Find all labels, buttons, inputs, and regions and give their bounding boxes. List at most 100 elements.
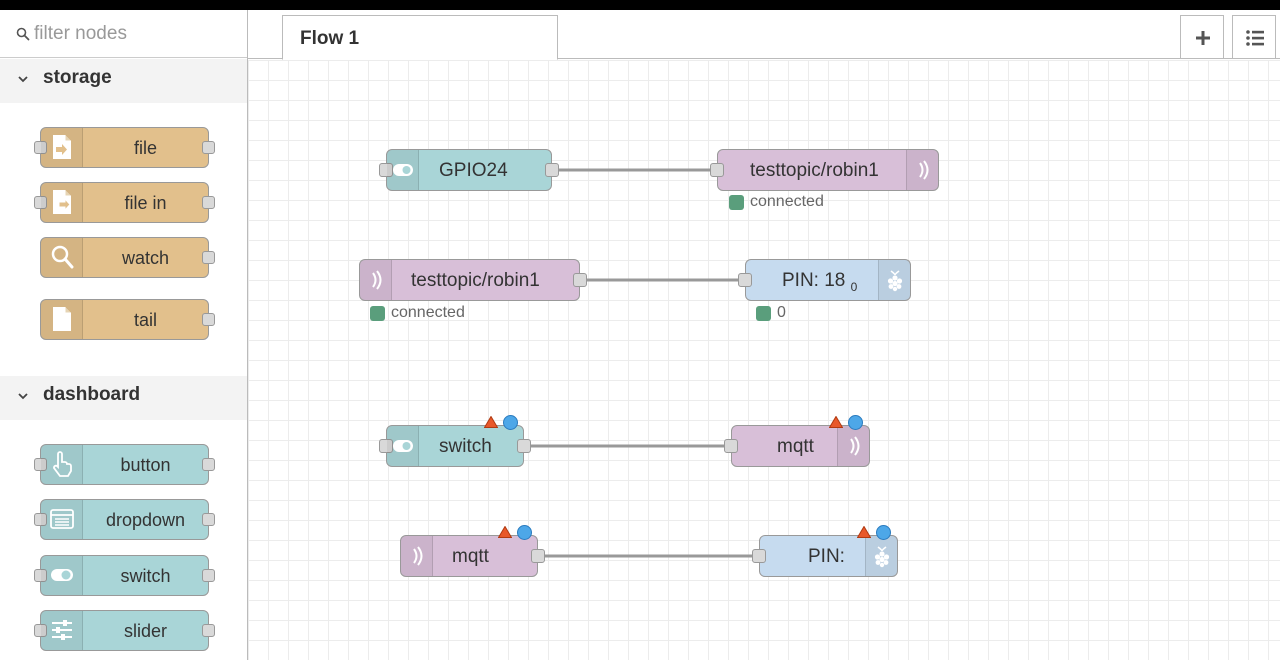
warning-triangle-icon xyxy=(829,416,843,428)
list-icon xyxy=(1246,30,1264,46)
status-text: 0 xyxy=(777,304,786,321)
changed-indicator xyxy=(517,525,532,540)
node-icon-box xyxy=(906,150,938,190)
changed-indicator xyxy=(848,415,863,430)
palette-node-watch[interactable]: watch xyxy=(40,237,215,278)
mqtt-signal-icon xyxy=(850,436,860,456)
category-label: dashboard xyxy=(43,384,141,405)
node-label: GPIO24 xyxy=(439,160,508,181)
workspace-tab-bar: Flow 1 xyxy=(248,10,1280,60)
flow-node-gpio24[interactable]: GPIO24 xyxy=(379,149,559,191)
node-icon-box xyxy=(41,611,83,650)
status-dot xyxy=(370,306,385,321)
flow-node-switch[interactable]: switch xyxy=(379,425,531,467)
node-label: file xyxy=(133,138,157,158)
chevron-down-icon xyxy=(18,76,28,83)
category-header-storage[interactable]: storage xyxy=(0,59,247,103)
category-header-dashboard[interactable]: dashboard xyxy=(0,376,247,420)
node-input-port[interactable] xyxy=(710,163,724,177)
node-output-port[interactable] xyxy=(531,549,545,563)
node-icon-box xyxy=(41,500,83,539)
node-label-sub: 0 xyxy=(850,280,858,294)
toggle-icon xyxy=(51,569,73,581)
node-input-port[interactable] xyxy=(724,439,738,453)
filter-nodes-input[interactable] xyxy=(34,21,234,47)
flow-node-mqtt-out-testtopic[interactable]: testtopic/robin1 xyxy=(710,149,939,191)
warning-triangle-icon xyxy=(484,416,498,428)
node-label: PIN: 18 0 xyxy=(782,270,858,294)
node-icon-box xyxy=(360,260,392,300)
node-label: watch xyxy=(121,248,170,268)
palette-node-dropdown[interactable]: dropdown xyxy=(34,499,215,540)
tab-label: Flow 1 xyxy=(300,28,360,49)
node-icon-box xyxy=(387,150,419,190)
status-text: connected xyxy=(391,304,465,321)
node-input-port xyxy=(34,569,47,582)
node-label: slider xyxy=(123,621,167,641)
search-icon xyxy=(16,27,30,41)
node-label: testtopic/robin1 xyxy=(750,160,879,181)
node-input-port[interactable] xyxy=(738,273,752,287)
mqtt-signal-icon xyxy=(413,546,423,566)
node-label: button xyxy=(120,455,171,475)
node-output-port[interactable] xyxy=(517,439,531,453)
node-output-port xyxy=(202,313,215,326)
node-label: mqtt xyxy=(777,436,814,457)
node-output-port[interactable] xyxy=(573,273,587,287)
flow-node-mqtt-in[interactable]: mqtt xyxy=(400,535,545,577)
node-output-port[interactable] xyxy=(545,163,559,177)
toggle-icon xyxy=(393,164,413,176)
palette-node-file-in[interactable]: file in xyxy=(34,182,215,223)
node-input-port[interactable] xyxy=(379,163,393,177)
node-icon-box xyxy=(41,556,83,595)
flow-node-mqtt-out[interactable]: mqtt xyxy=(724,425,870,467)
node-input-port[interactable] xyxy=(752,549,766,563)
watch-icon xyxy=(51,245,74,269)
node-input-port[interactable] xyxy=(379,439,393,453)
node-icon-box xyxy=(401,536,433,576)
category-label: storage xyxy=(43,67,112,88)
changed-indicator xyxy=(503,415,518,430)
file-icon xyxy=(53,135,71,159)
plus-icon xyxy=(1196,31,1210,45)
node-output-port xyxy=(202,513,215,526)
status-dot xyxy=(729,195,744,210)
mqtt-signal-icon xyxy=(919,160,929,180)
palette-node-tail[interactable]: tail xyxy=(40,299,215,340)
palette-filter xyxy=(0,10,247,58)
node-icon-box xyxy=(387,426,419,466)
add-flow-button[interactable] xyxy=(1180,15,1224,59)
node-label: mqtt xyxy=(452,546,489,567)
hand-pointer-icon xyxy=(53,451,72,477)
tab-flow-1[interactable]: Flow 1 xyxy=(282,15,558,60)
flow-node-rpi-pin-18[interactable]: PIN: 18 0 xyxy=(738,259,911,301)
wires-layer xyxy=(531,168,752,558)
palette-node-switch[interactable]: switch xyxy=(34,555,215,596)
node-label: switch xyxy=(439,436,492,457)
flow-list-button[interactable] xyxy=(1232,15,1276,59)
warning-triangle-icon xyxy=(498,526,512,538)
node-icon-box xyxy=(41,128,83,167)
palette-node-button[interactable]: button xyxy=(34,444,215,485)
warning-triangle-icon xyxy=(857,526,871,538)
palette-node-file[interactable]: file xyxy=(34,127,215,168)
node-output-port xyxy=(202,141,215,154)
node-label-text: PIN: 18 xyxy=(782,270,846,291)
toggle-icon xyxy=(393,440,413,452)
node-label: tail xyxy=(133,310,157,330)
changed-indicator xyxy=(876,525,891,540)
status-text: connected xyxy=(750,193,824,210)
node-output-port xyxy=(202,624,215,637)
palette-node-slider[interactable]: slider xyxy=(34,610,215,651)
flow-node-rpi-pin[interactable]: PIN: xyxy=(752,535,898,577)
dropdown-list-icon xyxy=(50,509,74,529)
node-icon-box xyxy=(878,260,910,300)
node-icon-box xyxy=(865,536,897,576)
flow-canvas[interactable]: GPIO24 testtopic/robin1 connected testto… xyxy=(248,60,1280,660)
node-icon-box xyxy=(41,445,83,484)
node-palette: storage file file in xyxy=(0,10,248,660)
node-input-port xyxy=(34,513,47,526)
flow-node-mqtt-in-testtopic[interactable]: testtopic/robin1 xyxy=(359,259,587,301)
node-icon-box xyxy=(41,238,83,277)
node-input-port xyxy=(34,196,47,209)
